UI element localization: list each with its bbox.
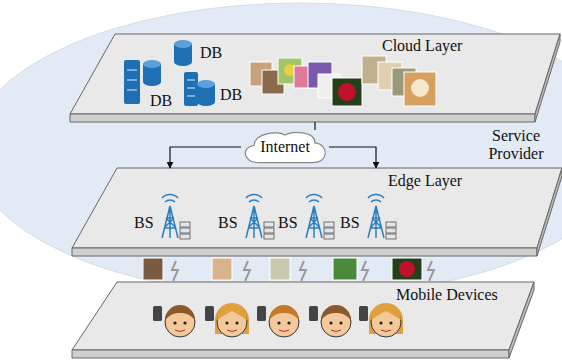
database-label: DB (200, 44, 222, 62)
user-face (205, 303, 249, 337)
layer-plane-outline (72, 168, 562, 256)
connector-line (314, 122, 315, 130)
connector-arrow (329, 147, 376, 168)
layer-title: Cloud Layer (382, 37, 462, 55)
database-label: DB (220, 86, 242, 104)
layer-title: Edge Layer (388, 172, 462, 190)
base-station-label: BS (340, 214, 360, 232)
provider-ellipse: Service Provider Cloud LayerInternetEdge … (0, 2, 562, 298)
base-station-label: BS (218, 214, 238, 232)
region-title: Service Provider (480, 127, 552, 163)
connector-arrow (170, 147, 241, 168)
layer-plane: Edge Layer (72, 168, 562, 256)
user-face (359, 303, 403, 337)
user-face (309, 305, 351, 337)
base-station-label: BS (278, 214, 298, 232)
layer-title: Mobile Devices (396, 286, 498, 304)
photo-collection (250, 56, 436, 106)
internet-cloud: Internet (241, 130, 329, 164)
base-station-label: BS (134, 214, 154, 232)
layer-plane: Mobile Devices (72, 282, 534, 358)
wireless-link (172, 261, 434, 281)
user-face (153, 305, 195, 337)
user-face (257, 305, 299, 337)
cloud-label: Internet (260, 138, 310, 156)
database-label: DB (150, 92, 172, 110)
cached-photo (143, 258, 422, 280)
base-station-antenna (162, 195, 384, 238)
